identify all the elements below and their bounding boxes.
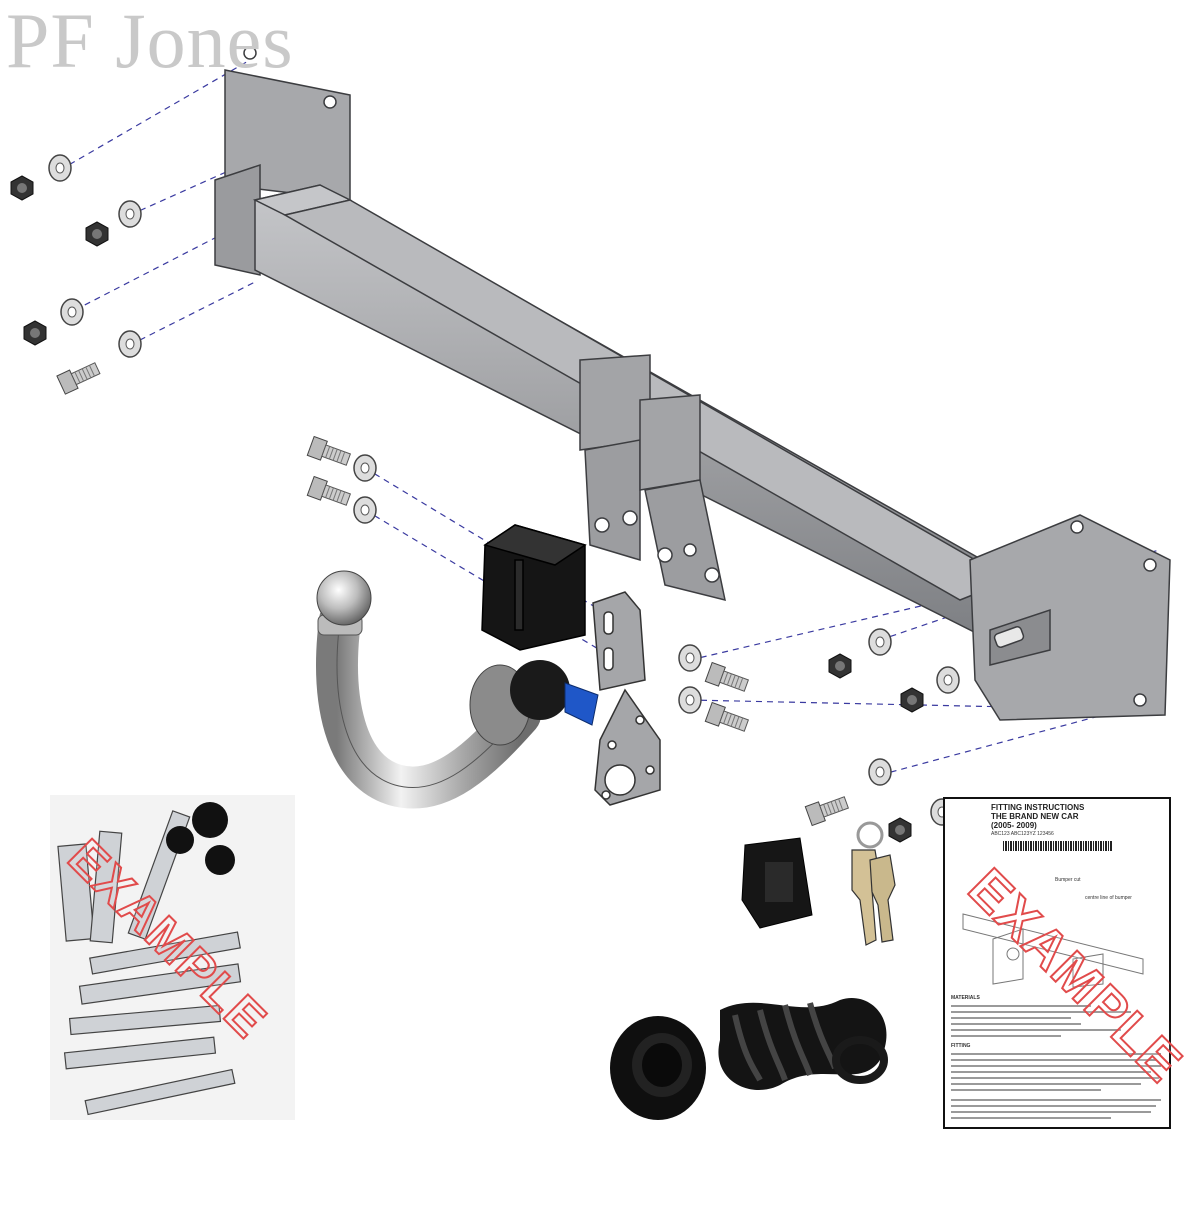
sheet-callout-centre-line: centre line of bumper [1085,895,1132,901]
sheet-heading-1: FITTING INSTRUCTIONS [991,803,1085,812]
sheet-part-codes: ABC123 ABC123YZ 123456 [991,831,1054,837]
sheet-materials-label: MATERIALS [951,995,980,1001]
electrical-module [481,524,587,651]
swan-neck-tow-ball [316,570,599,809]
sheet-heading-3: (2005- 2009) [991,821,1037,830]
fixings-right [678,628,960,843]
locking-keys [851,821,896,946]
fixing-kit-bag [50,795,295,1120]
sheet-fitting-label: FITTING [951,1043,971,1049]
fixings-top-left [10,154,142,395]
brand-watermark: PF Jones [6,0,294,84]
sheet-heading: FITTING INSTRUCTIONS THE BRAND NEW CAR (… [991,803,1084,830]
rubber-cover [741,837,813,929]
cross-bar [214,46,1171,721]
fixings-swan-neck [306,435,377,524]
sheet-heading-2: THE BRAND NEW CAR [991,812,1079,821]
electrical-socket-13-pin [610,998,888,1120]
sheet-callout-bumper-cut: Bumper cut [1055,877,1081,883]
sheet-barcode [1003,841,1113,851]
fitting-instructions-sheet: FITTING INSTRUCTIONS THE BRAND NEW CAR (… [943,797,1171,1129]
sheet-diagram [962,913,1144,988]
mounting-plates [592,591,661,806]
